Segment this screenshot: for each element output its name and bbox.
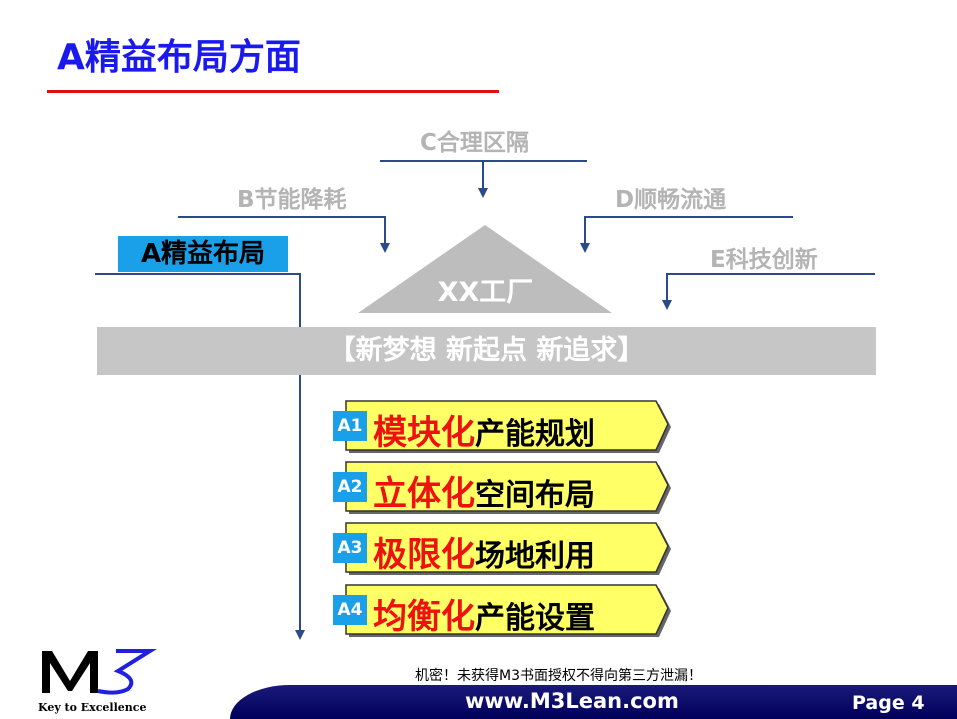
slogan-band: 【新梦想 新起点 新追求】	[97, 327, 876, 375]
label-b: B节能降耗	[237, 187, 347, 213]
connector-d-down	[584, 216, 586, 244]
connector-a	[95, 273, 301, 275]
m3-logo	[42, 649, 157, 695]
arrow-down-icon	[662, 300, 672, 310]
arrow-down-icon	[478, 188, 488, 198]
connector-e	[667, 273, 875, 275]
title-underline	[47, 90, 499, 93]
item-keyword: 立体化	[373, 474, 475, 514]
item-text: 空间布局	[475, 478, 595, 513]
item-badge: A4	[333, 595, 367, 625]
item-badge: A1	[333, 411, 367, 441]
footer-bar	[230, 685, 957, 719]
item-keyword: 极限化	[373, 535, 475, 575]
item-badge: A2	[333, 472, 367, 502]
page-number: Page 4	[852, 692, 925, 714]
item-text: 产能规划	[475, 417, 595, 452]
item-keyword: 均衡化	[373, 597, 475, 637]
item-text: 产能设置	[475, 601, 595, 636]
factory-label: XX工厂	[437, 277, 534, 308]
logo-tagline: Key to Excellence	[38, 701, 147, 714]
label-e: E科技创新	[710, 247, 818, 273]
connector-e-down	[666, 273, 668, 301]
factory-triangle	[358, 225, 612, 313]
label-c: C合理区隔	[420, 130, 529, 156]
item-badge: A3	[333, 533, 367, 563]
list-item: A3 极限化场地利用	[333, 521, 673, 575]
label-d: D顺畅流通	[615, 187, 727, 213]
website-link[interactable]: www.M3Lean.com	[465, 689, 679, 713]
label-a: A精益布局	[118, 236, 288, 272]
arrow-down-icon	[580, 243, 590, 253]
connector-c-down	[482, 160, 484, 190]
list-item: A1 模块化产能规划	[333, 399, 673, 453]
arrow-down-icon	[380, 243, 390, 253]
confidential-notice: 机密！未获得M3书面授权不得向第三方泄漏！	[415, 668, 702, 684]
connector-b-down	[384, 216, 386, 244]
list-item: A4 均衡化产能设置	[333, 583, 673, 637]
connector-b	[178, 216, 386, 218]
connector-a-down	[299, 273, 301, 631]
list-item: A2 立体化空间布局	[333, 460, 673, 514]
connector-d	[585, 216, 793, 218]
page-title: A精益布局方面	[57, 37, 301, 78]
arrow-down-icon	[295, 630, 305, 640]
item-keyword: 模块化	[373, 413, 475, 453]
item-text: 场地利用	[475, 539, 595, 574]
